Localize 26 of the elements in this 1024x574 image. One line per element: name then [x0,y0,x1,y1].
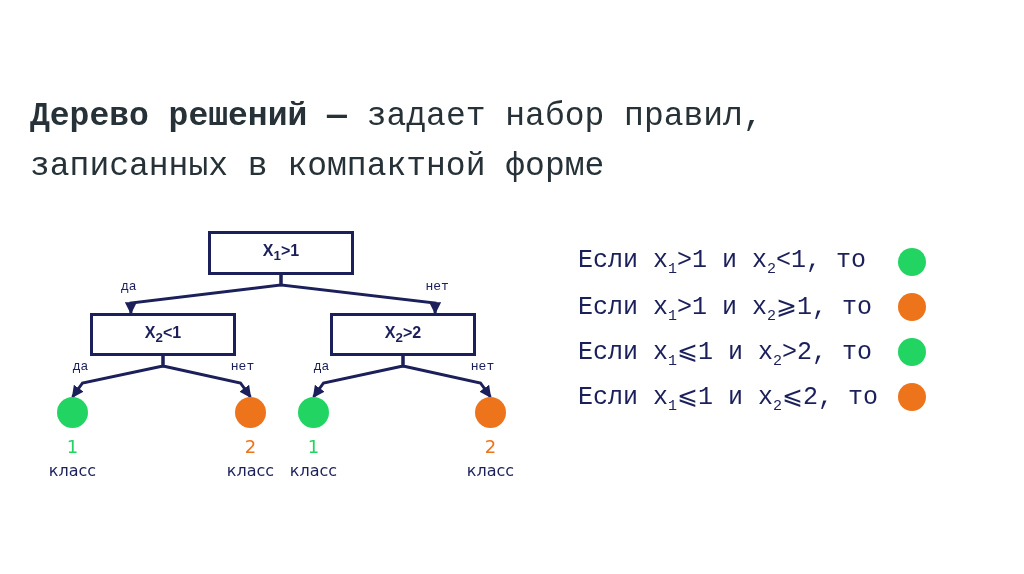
rule-text: Если x$_{1}$>1 и x$_{2}$⩾1, то [578,292,873,325]
arrow [401,356,492,398]
class-label: класс [48,461,97,480]
class-number: 1 [307,436,320,457]
class-circle [235,397,266,428]
decision-box [208,231,354,275]
class-number: 2 [484,436,497,457]
decision-box [330,313,476,356]
condition-text: X$_{2}$<1 [144,323,182,346]
title: Дерево решений — задает набор правил, записанных в компактной форме [30,97,764,187]
class-circle [298,397,329,428]
rule-text: Если x$_{1}$⩽1 и x$_{2}$⩽2, то [578,382,879,415]
condition-text: X$_{2}$>2 [384,323,422,346]
class-circle [475,397,506,428]
class-label: класс [289,461,338,480]
arrow [161,356,252,398]
class-number: 2 [244,436,257,457]
class-label: класс [226,461,275,480]
condition-text: X$_{1}$>1 [262,242,300,264]
rule-text: Если x$_{1}$⩽1 и x$_{2}$>2, то [578,337,873,370]
class-number: 1 [66,436,79,457]
decision-box [90,313,236,356]
rule-text: Если x$_{1}$>1 и x$_{2}$<1, то [578,246,867,278]
class-label: класс [466,461,515,480]
arrow [279,275,442,315]
class-circle [57,397,88,428]
